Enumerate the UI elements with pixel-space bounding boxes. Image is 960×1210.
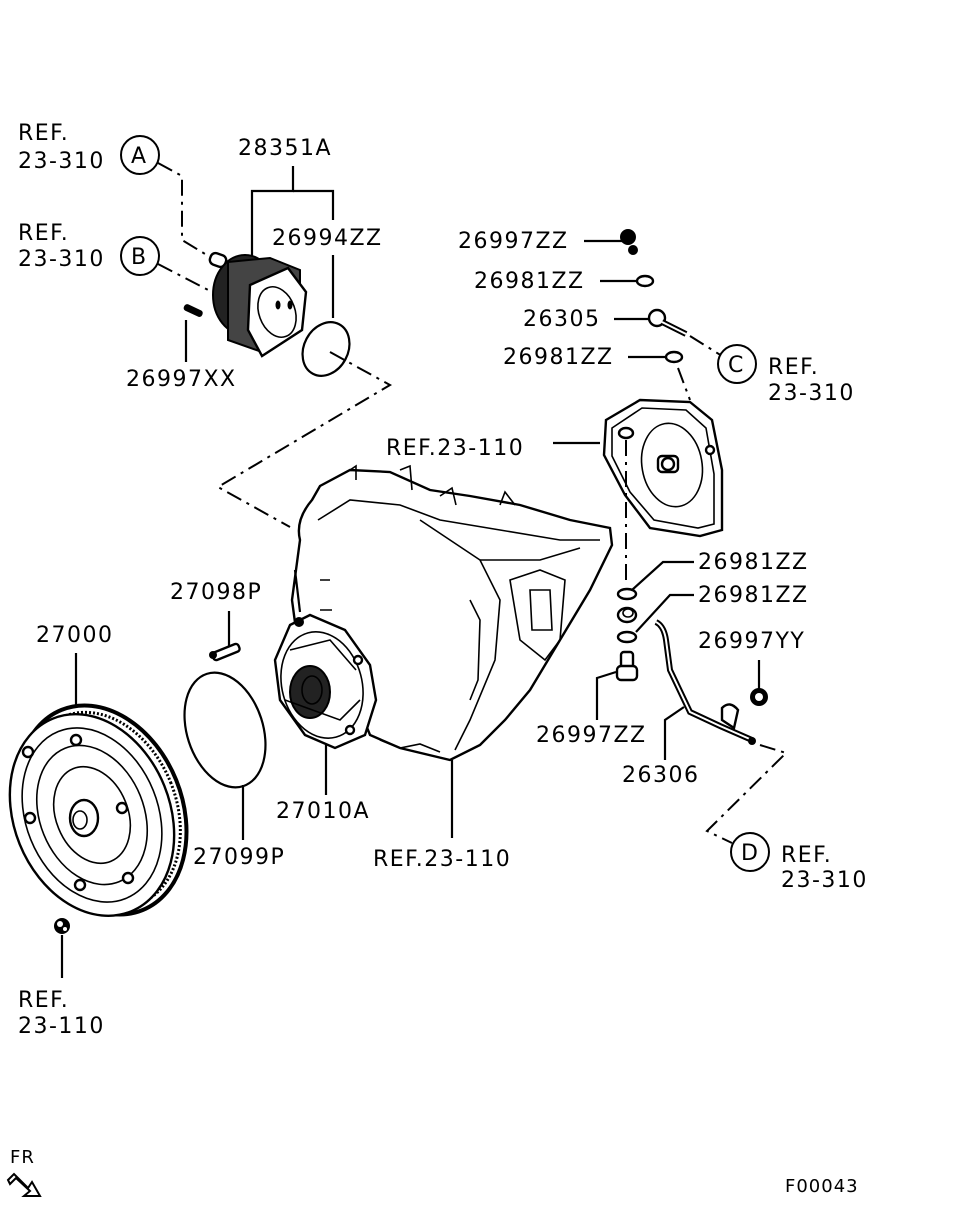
callout-d-circle <box>730 832 770 872</box>
callout-a-ref-line2: 23-310 <box>18 149 105 174</box>
callout-c-circle <box>717 344 757 384</box>
callout-a-circle <box>120 135 160 175</box>
oil-cooler-part[interactable] <box>208 251 308 358</box>
callout-d-letter: D <box>741 841 759 866</box>
callout-c-ref-line1: REF. <box>768 355 819 380</box>
callout-d-ref-line1: REF. <box>781 843 832 868</box>
label-tc-nut-ref-line1[interactable]: REF. <box>18 988 69 1013</box>
gasket-lower-2[interactable] <box>616 630 638 644</box>
torque-converter-part[interactable] <box>0 680 217 941</box>
callout-b-ref-line1: REF. <box>18 221 69 246</box>
callout-a[interactable]: REF. 23-310 A <box>18 121 160 175</box>
leader-26997ZZ-lower <box>595 670 617 720</box>
gasket-top-1[interactable] <box>635 274 655 288</box>
eye-fitting-part[interactable] <box>616 606 638 624</box>
leader-c <box>689 335 723 357</box>
label-26997ZZ-top[interactable]: 26997ZZ <box>458 229 569 254</box>
label-26306[interactable]: 26306 <box>622 763 700 788</box>
leader-26981ZZ-3 <box>631 560 694 591</box>
label-26994ZZ[interactable]: 26994ZZ <box>272 226 383 251</box>
callout-a-ref-line1: REF. <box>18 121 69 146</box>
label-27010A[interactable]: 27010A <box>276 799 370 824</box>
callout-d-ref-line2: 23-310 <box>781 868 868 893</box>
callout-b-letter: B <box>131 245 148 270</box>
label-26981ZZ-4[interactable]: 26981ZZ <box>698 583 809 608</box>
oring-27099P[interactable] <box>171 662 280 798</box>
callout-a-letter: A <box>131 144 148 169</box>
oil-pipe-26306-part[interactable] <box>654 619 756 745</box>
callout-b[interactable]: REF. 23-310 B <box>18 221 160 276</box>
eye-bolt-top-part[interactable] <box>620 229 638 255</box>
leader-26981ZZ-4 <box>635 593 694 633</box>
label-26997XX[interactable]: 26997XX <box>126 367 237 392</box>
label-27099P[interactable]: 27099P <box>193 845 285 870</box>
label-27000[interactable]: 27000 <box>36 623 114 648</box>
bolt-27098P-part[interactable] <box>209 642 241 662</box>
callout-d[interactable]: D REF. 23-310 <box>730 832 868 893</box>
label-27098P[interactable]: 27098P <box>170 580 262 605</box>
label-tc-nut-ref-line2[interactable]: 23-110 <box>18 1014 105 1039</box>
leader-pump-to-case <box>293 569 302 613</box>
front-arrow-icon <box>6 1172 42 1197</box>
callout-c-letter: C <box>728 353 745 378</box>
rear-cover-part[interactable] <box>602 398 724 538</box>
callout-b-circle <box>120 236 160 276</box>
leader-28351A-left <box>250 166 295 262</box>
leader-a <box>157 162 216 261</box>
leader-28351A-right <box>293 189 335 220</box>
nut-26997YY-part[interactable] <box>750 688 768 706</box>
gasket-lower-1[interactable] <box>616 587 638 601</box>
leader-gasket-to-cover <box>677 367 691 401</box>
callout-c[interactable]: C REF. 23-310 <box>717 344 855 406</box>
oil-pump-part[interactable] <box>269 613 378 750</box>
label-26997YY[interactable]: 26997YY <box>698 629 805 654</box>
callout-c-ref-line2: 23-310 <box>768 381 855 406</box>
leader-26306 <box>663 706 685 760</box>
eye-bolt-lower-part[interactable] <box>615 650 639 682</box>
label-rear-cover-ref[interactable]: REF.23-110 <box>386 436 524 461</box>
bolt-26997XX[interactable] <box>183 303 204 318</box>
gasket-top-2[interactable] <box>664 350 684 364</box>
callout-b-ref-line2: 23-310 <box>18 247 105 272</box>
oring-26994ZZ[interactable] <box>293 314 358 384</box>
oil-pipe-26305-part[interactable] <box>647 308 688 337</box>
label-case-ref[interactable]: REF.23-110 <box>373 847 511 872</box>
nut-tc-part[interactable] <box>54 918 70 934</box>
leader-d <box>705 744 788 844</box>
label-26305[interactable]: 26305 <box>523 307 601 332</box>
leader-b <box>157 263 213 293</box>
leader-cooler-to-case <box>215 351 393 528</box>
orientation-label: FR <box>10 1147 35 1168</box>
label-26981ZZ-3[interactable]: 26981ZZ <box>698 550 809 575</box>
label-28351A[interactable]: 28351A <box>238 136 332 161</box>
label-26981ZZ-2[interactable]: 26981ZZ <box>503 345 614 370</box>
label-26981ZZ-1[interactable]: 26981ZZ <box>474 269 585 294</box>
label-26997ZZ-lower[interactable]: 26997ZZ <box>536 723 647 748</box>
diagram-code: F00043 <box>785 1176 859 1197</box>
